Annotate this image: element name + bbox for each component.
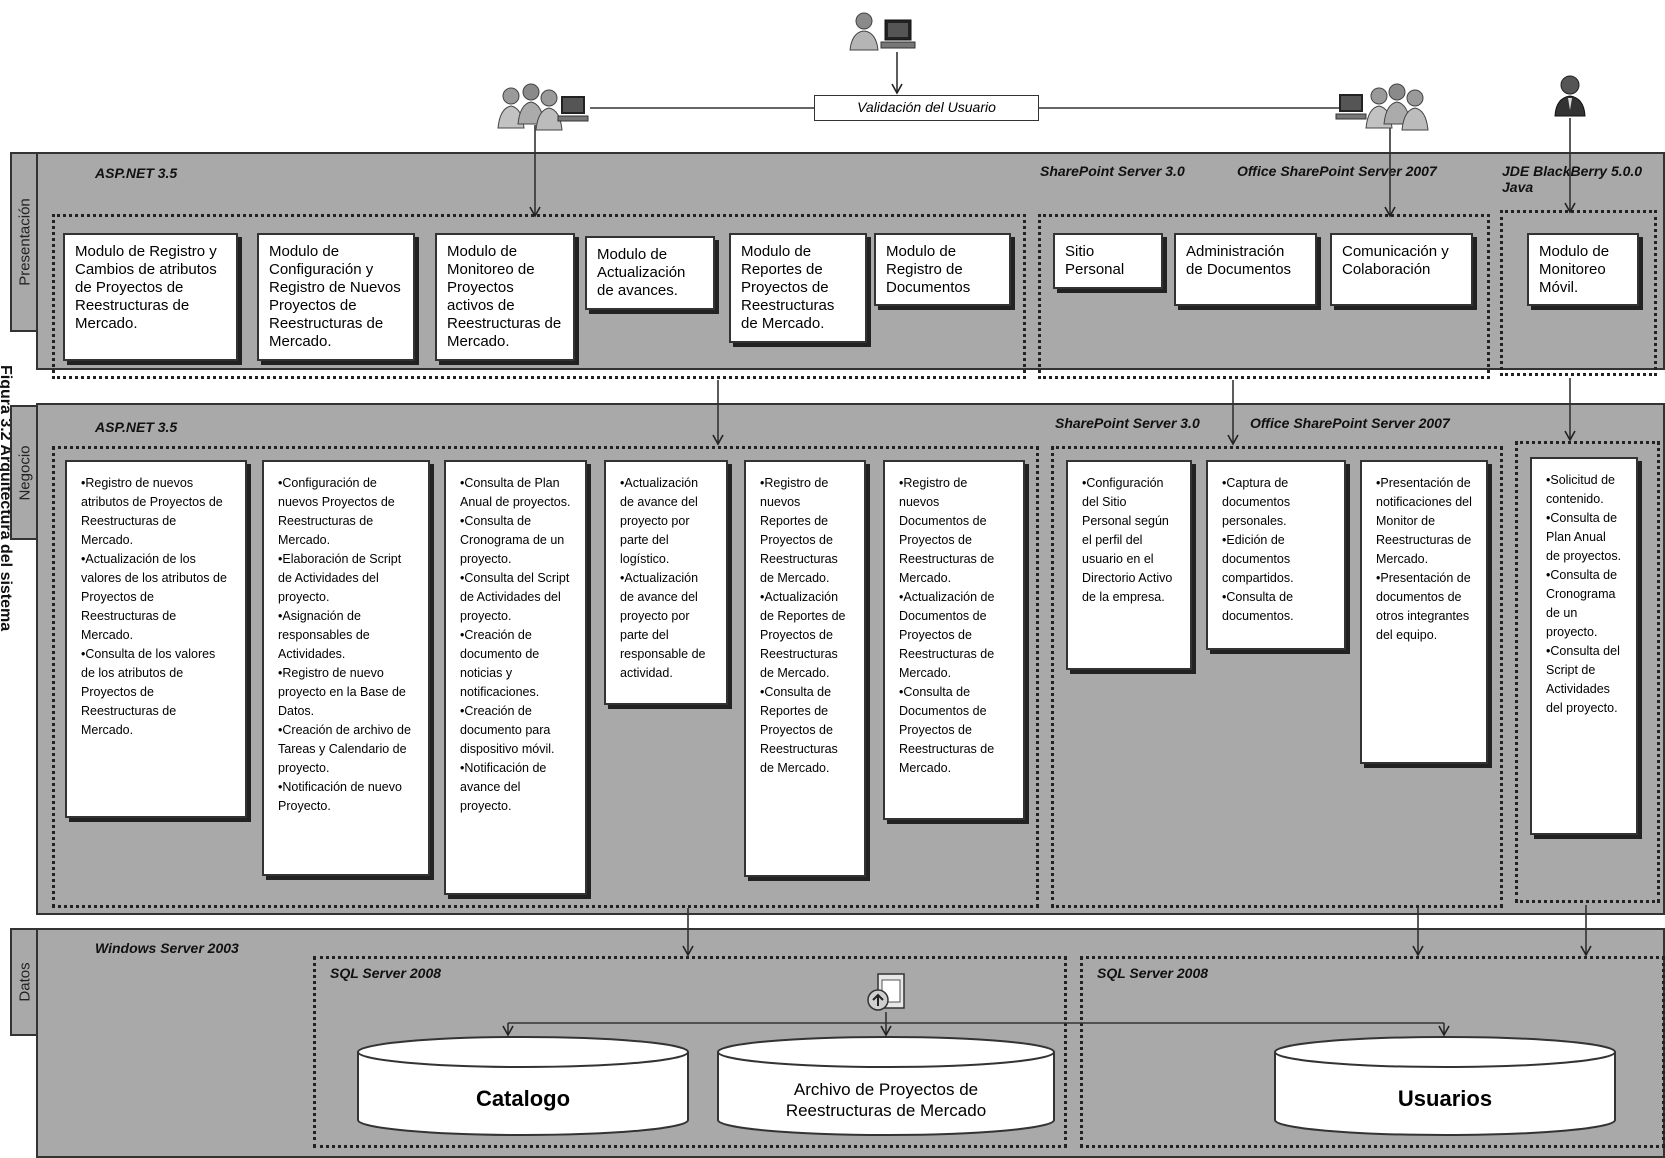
negocio-box-actualizacion: •Actualización de avance del proyecto po…: [604, 460, 728, 705]
sharepoint-header-negocio: SharePoint Server 3.0: [1055, 415, 1200, 431]
aspnet-header-negocio: ASP.NET 3.5: [95, 419, 178, 435]
users-group-icon: [1335, 80, 1431, 132]
database-archivo-label: Archivo de Proyectos de Reestructuras de…: [785, 1080, 987, 1120]
database-catalogo: Catalogo: [356, 1035, 690, 1139]
database-archivo-proyectos: Archivo de Proyectos de Reestructuras de…: [716, 1035, 1056, 1139]
validacion-usuario-box: Validación del Usuario: [814, 95, 1039, 121]
module-monitoreo: Modulo de Monitoreo de Proyectos activos…: [435, 233, 575, 361]
aspnet-header-presentacion: ASP.NET 3.5: [95, 165, 178, 181]
negocio-box-atributos: •Registro de nuevos atributos de Proyect…: [65, 460, 247, 818]
module-reportes: Modulo de Reportes de Proyectos de Reest…: [729, 233, 867, 343]
module-configuracion-registro: Modulo de Configuración y Registro de Nu…: [257, 233, 415, 361]
windows-header: Windows Server 2003: [95, 940, 239, 956]
office-header-presentacion: Office SharePoint Server 2007: [1237, 163, 1437, 179]
negocio-box-captura-documentos: •Captura de documentos personales. •Edic…: [1206, 460, 1346, 650]
sharepoint-header-presentacion: SharePoint Server 3.0: [1040, 163, 1185, 179]
database-usuarios: Usuarios: [1273, 1035, 1617, 1139]
sql-header-2: SQL Server 2008: [1097, 965, 1209, 981]
module-monitoreo-movil: Modulo de Monitoreo Móvil.: [1527, 233, 1639, 306]
group-mobile-negocio: [1515, 441, 1660, 903]
module-registro-cambios: Modulo de Registro y Cambios de atributo…: [63, 233, 238, 361]
single-user-icon: [1552, 74, 1588, 118]
module-comunicacion-colaboracion: Comunicación y Colaboración: [1330, 233, 1473, 306]
module-administracion-documentos: Administración de Documentos: [1174, 233, 1317, 306]
jde-header-presentacion: JDE BlackBerry 5.0.0 Java: [1502, 163, 1643, 195]
users-group-icon: [495, 80, 591, 132]
negocio-box-notificaciones: •Presentación de notificaciones del Moni…: [1360, 460, 1488, 764]
negocio-box-movil: •Solicitud de contenido. •Consulta de Pl…: [1530, 457, 1638, 835]
database-server-icon: [862, 972, 910, 1014]
layer-tab-negocio: Negocio: [10, 405, 38, 540]
negocio-box-configuracion: •Configuración de nuevos Proyectos de Re…: [262, 460, 430, 876]
group-sharepoint-negocio: [1051, 446, 1503, 908]
database-usuarios-label: Usuarios: [1397, 1086, 1493, 1111]
layer-tab-datos: Datos: [10, 928, 38, 1036]
module-actualizacion-avances: Modulo de Actualización de avances.: [585, 236, 715, 310]
group-sql-2: [1080, 956, 1665, 1148]
negocio-box-sitio-personal: •Configuración del Sitio Personal según …: [1066, 460, 1192, 670]
sql-header-1: SQL Server 2008: [330, 965, 442, 981]
negocio-box-reportes: •Registro de nuevos Reportes de Proyecto…: [744, 460, 866, 877]
office-header-negocio: Office SharePoint Server 2007: [1250, 415, 1450, 431]
user-computer-icon: [847, 10, 919, 54]
negocio-box-documentos: •Registro de nuevos Documentos de Proyec…: [883, 460, 1025, 820]
group-aspnet-negocio: [52, 446, 1039, 908]
group-sql-1: [313, 956, 1067, 1148]
group-mobile-presentacion: [1500, 210, 1657, 376]
negocio-box-monitoreo: •Consulta de Plan Anual de proyectos. •C…: [444, 460, 587, 895]
group-sharepoint-presentacion: [1038, 214, 1490, 379]
module-sitio-personal: Sitio Personal: [1053, 233, 1163, 289]
database-catalogo-label: Catalogo: [475, 1086, 571, 1111]
layer-tab-presentacion: Presentación: [10, 152, 38, 332]
module-registro-documentos: Modulo de Registro de Documentos: [874, 233, 1011, 306]
